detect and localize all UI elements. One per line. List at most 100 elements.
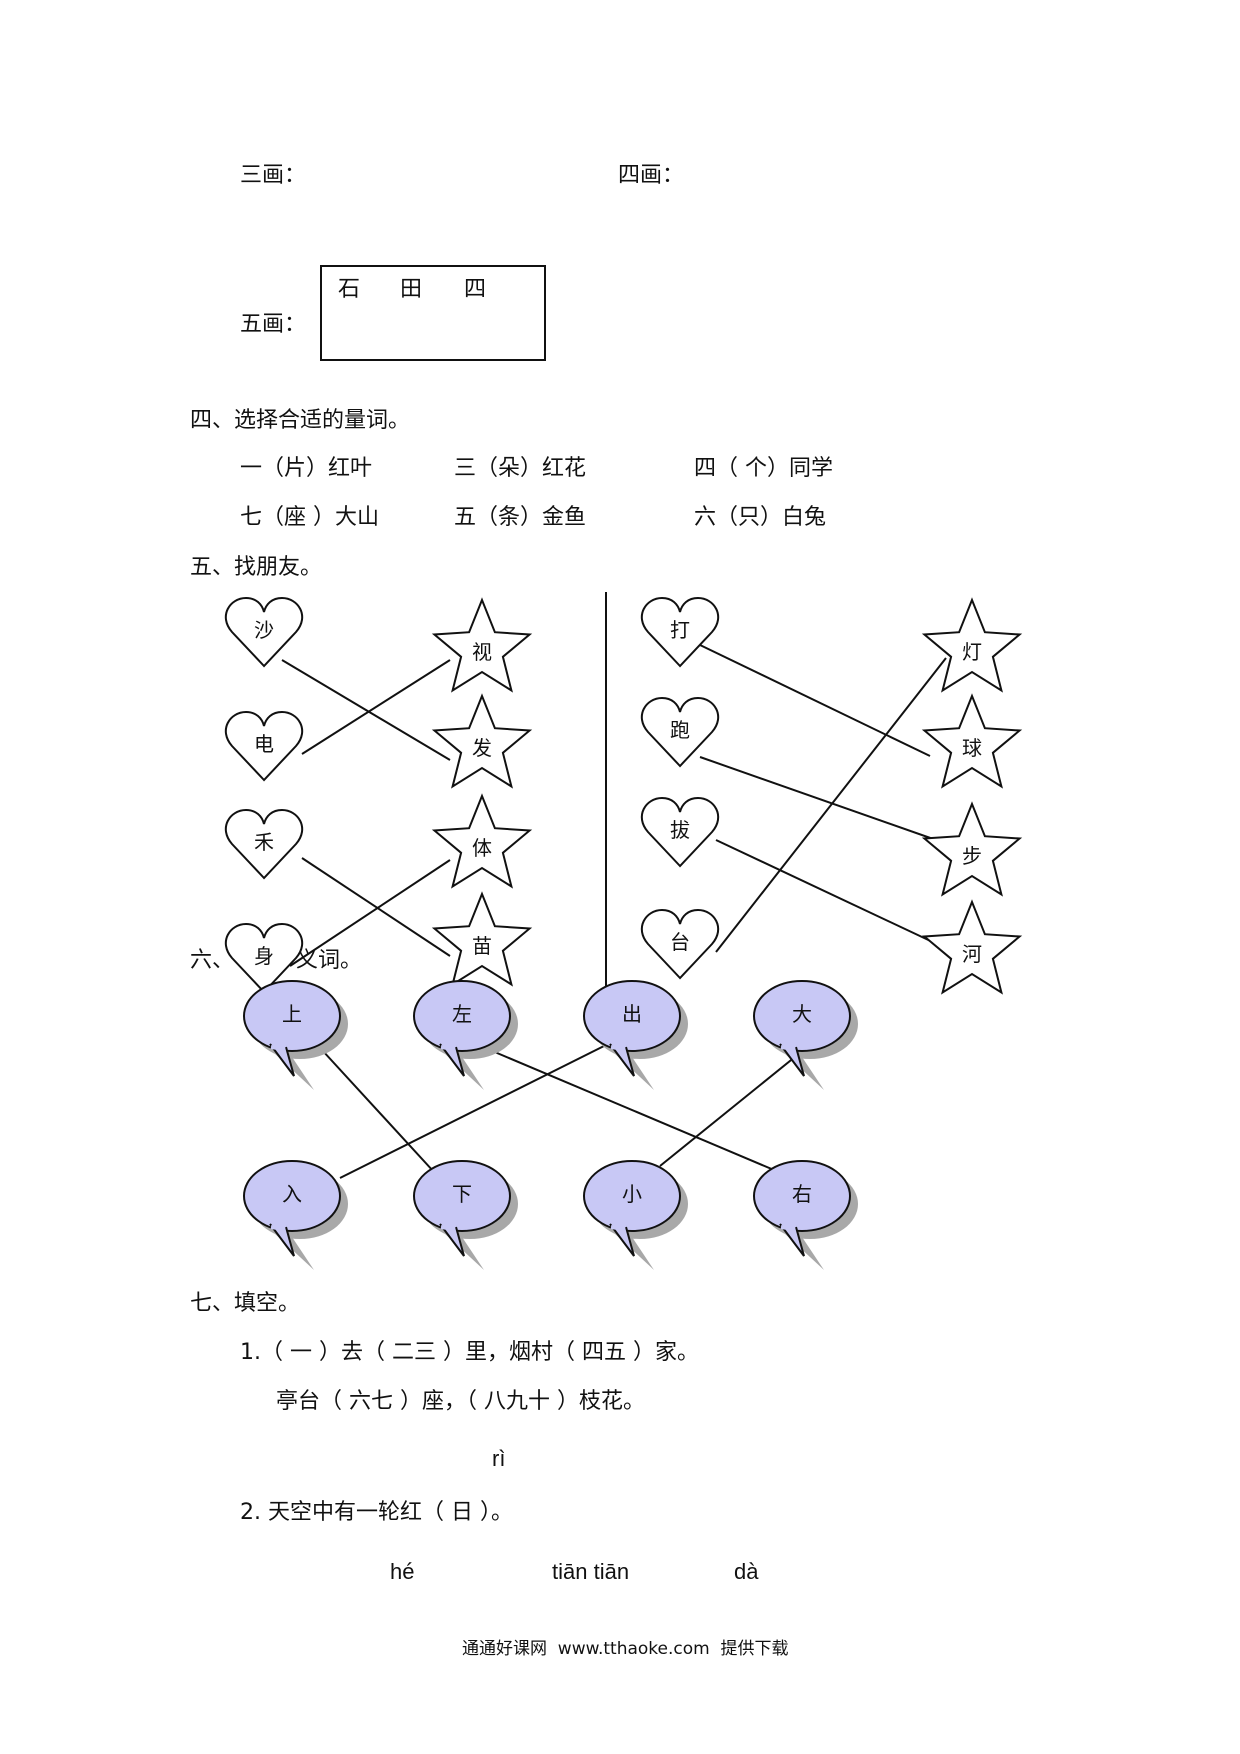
pinyin-tiantian: tiān tiān (552, 1559, 630, 1584)
star-shape (921, 801, 1023, 897)
section5-title: 五、找朋友。 (190, 555, 323, 580)
star-shape (431, 793, 533, 889)
bubble-char: 出 (622, 1002, 642, 1026)
star-char: 视 (472, 640, 492, 664)
speech-bubble (243, 980, 341, 1052)
bubble-char: 上 (282, 1002, 302, 1026)
bubble-char: 小 (622, 1182, 642, 1206)
speech-bubble-tail-join (780, 1045, 796, 1051)
footer-credit: 通通好课网 www.tthaoke.com 提供下载 (462, 1639, 789, 1659)
speech-bubble (413, 1160, 511, 1232)
heart-char: 打 (670, 618, 690, 642)
heart-shape (225, 596, 303, 668)
five-box-char: 石 (338, 277, 361, 302)
heart-char: 沙 (254, 618, 274, 642)
star-char: 步 (962, 844, 982, 868)
bubble-char: 左 (452, 1002, 472, 1026)
star-char: 河 (962, 942, 982, 966)
heart-shape (641, 696, 719, 768)
speech-bubble-tail (779, 1223, 805, 1257)
fill-line-2: 亭台（ 六七 ）座，（ 八九十 ）枝花。 (276, 1389, 645, 1414)
speech-bubble-tail (269, 1043, 295, 1077)
match-line (301, 857, 451, 957)
star-shape (921, 597, 1023, 693)
star-char: 苗 (472, 934, 492, 958)
five-strokes-box (320, 265, 546, 361)
heart-shape (225, 922, 303, 994)
bubble-char: 大 (792, 1002, 812, 1026)
bubble-char: 下 (452, 1182, 472, 1206)
heart-shape (641, 908, 719, 980)
star-shape (921, 693, 1023, 789)
speech-bubble-tail-join (270, 1225, 286, 1231)
star-shape (431, 693, 533, 789)
section4-title: 四、选择合适的量词。 (190, 408, 411, 433)
measure-word-item: 七（座 ）大山 (240, 505, 379, 530)
antonym-line (339, 1045, 605, 1179)
speech-bubble-tail-join (780, 1225, 796, 1231)
heart-shape (641, 796, 719, 868)
star-char: 球 (962, 736, 982, 760)
five-strokes-label: 五画： (240, 312, 307, 337)
match-line (289, 859, 451, 967)
measure-word-item: 一（片）红叶 (240, 456, 373, 481)
heart-shape (225, 808, 303, 880)
speech-bubble-tail-join (440, 1045, 456, 1051)
measure-word-item: 三（朵）红花 (454, 456, 587, 481)
star-shape (921, 899, 1023, 995)
speech-bubble-tail (269, 1223, 295, 1257)
speech-bubble-tail-join (610, 1045, 626, 1051)
heart-char: 电 (254, 732, 274, 756)
pinyin-da: dà (734, 1559, 759, 1584)
measure-word-item: 五（条）金鱼 (454, 505, 587, 530)
star-char: 体 (472, 836, 492, 860)
speech-bubble-tail (609, 1223, 635, 1257)
speech-bubble (243, 1160, 341, 1232)
speech-bubble-tail (439, 1043, 465, 1077)
speech-bubble-tail (779, 1043, 805, 1077)
star-char: 灯 (962, 640, 982, 664)
section6-title-end: 义词。 (296, 948, 363, 973)
heart-char: 身 (254, 944, 274, 968)
match-line (301, 659, 451, 755)
five-box-char: 田 (400, 277, 423, 302)
heart-char: 跑 (670, 718, 690, 742)
speech-bubble (583, 980, 681, 1052)
match-line (281, 659, 451, 761)
heart-shape (641, 596, 719, 668)
bubble-char: 入 (282, 1182, 302, 1206)
speech-bubble (583, 1160, 681, 1232)
heart-char: 禾 (254, 830, 274, 854)
star-shape (431, 597, 533, 693)
speech-bubble (753, 1160, 851, 1232)
five-box-char: 四 (464, 277, 487, 302)
pinyin-he: hé (390, 1559, 415, 1584)
speech-bubble-tail (609, 1043, 635, 1077)
measure-word-item: 四（ 个）同学 (694, 456, 833, 481)
antonym-line (321, 1049, 435, 1173)
measure-word-item: 六（只）白兔 (694, 505, 827, 530)
speech-bubble-tail (439, 1223, 465, 1257)
bubble-char: 右 (792, 1182, 812, 1206)
section7-title: 七、填空。 (190, 1291, 301, 1316)
star-shape (431, 891, 533, 987)
fill-line-3: 2. 天空中有一轮红（ 日 ）。 (240, 1500, 513, 1525)
star-char: 发 (472, 736, 492, 760)
fill-line-1: 1.（ 一 ）去（ 二三 ）里，烟村（ 四五 ）家。 (240, 1340, 699, 1365)
speech-bubble-tail-join (270, 1045, 286, 1051)
heart-char: 拔 (670, 818, 690, 842)
heart-char: 台 (670, 930, 690, 954)
speech-bubble-tail-join (610, 1225, 626, 1231)
match-line (715, 839, 957, 954)
section6-title-start: 六、 (190, 948, 235, 973)
antonym-line (489, 1049, 775, 1171)
match-line (699, 644, 931, 757)
speech-bubble (413, 980, 511, 1052)
speech-bubble-tail-join (440, 1225, 456, 1231)
antonym-line (659, 1047, 807, 1167)
pinyin-ri: rì (492, 1446, 506, 1471)
four-strokes-label: 四画： (618, 163, 685, 188)
match-line (715, 657, 947, 953)
heart-shape (225, 710, 303, 782)
